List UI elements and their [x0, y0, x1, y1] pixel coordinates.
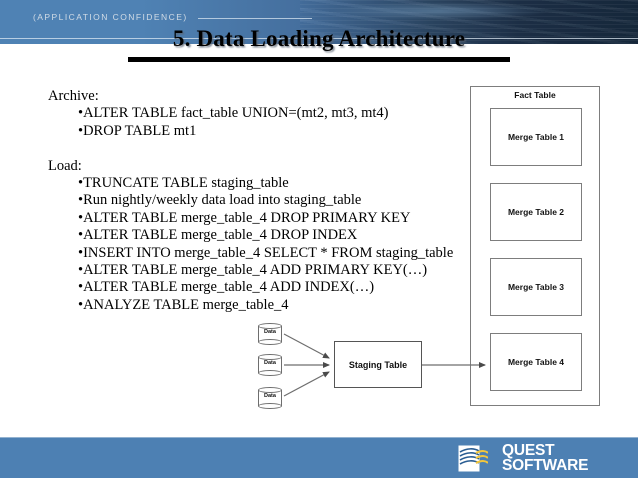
bullet-glyph: •: [78, 279, 84, 296]
body-content: Archive: •ALTER TABLE fact_table UNION=(…: [48, 88, 468, 314]
brand-line-quest: QUEST: [502, 442, 555, 459]
bullet-text: ALTER TABLE merge_table_4 ADD INDEX(…): [83, 279, 375, 296]
merge-table-2-box: Merge Table 2: [490, 183, 582, 241]
cylinder-body: [258, 326, 282, 342]
bullet-item: •ANALYZE TABLE merge_table_4: [48, 297, 468, 314]
staging-table-box: Staging Table: [334, 341, 422, 388]
cylinder-bottom-ellipse: [258, 370, 282, 376]
brand-line-software: SOFTWARE: [502, 457, 589, 474]
bullet-item: •INSERT INTO merge_table_4 SELECT * FROM…: [48, 245, 468, 262]
fact-table-label: Fact Table: [514, 90, 556, 100]
bullet-item: •DROP TABLE mt1: [48, 123, 468, 140]
cylinder-top-ellipse: [258, 323, 282, 329]
bullet-glyph: •: [78, 175, 84, 192]
data-source-label: Data: [264, 393, 276, 399]
merge-table-2-label: Merge Table 2: [507, 207, 565, 217]
bullet-glyph: •: [78, 296, 84, 313]
bullet-item: •ALTER TABLE merge_table_4 ADD INDEX(…): [48, 279, 468, 296]
section-heading-load: Load:: [48, 157, 82, 174]
bullet-text: Run nightly/weekly data load into stagin…: [83, 192, 362, 209]
banner-texture: [300, 0, 638, 44]
bullet-text: ALTER TABLE fact_table UNION=(mt2, mt3, …: [83, 105, 389, 122]
bullet-text: ALTER TABLE merge_table_4 ADD PRIMARY KE…: [83, 262, 428, 279]
bullet-glyph: •: [78, 122, 84, 139]
bullet-text: ANALYZE TABLE merge_table_4: [83, 296, 289, 313]
confidentiality-rule: [198, 18, 312, 19]
cylinder-top-ellipse: [258, 387, 282, 393]
cylinder-bottom-ellipse: [258, 403, 282, 409]
diagram-connectors: [283, 333, 486, 397]
bullet-text: ALTER TABLE merge_table_4 DROP INDEX: [83, 227, 358, 244]
quest-logo-wordmark: QUEST SOFTWARE: [502, 442, 589, 474]
bullet-item: •ALTER TABLE merge_table_4 ADD PRIMARY K…: [48, 262, 468, 279]
quest-logo-mark-icon: [458, 445, 488, 472]
bullet-item: •TRUNCATE TABLE staging_table: [48, 175, 468, 192]
bullet-item: •Run nightly/weekly data load into stagi…: [48, 192, 468, 209]
cylinder-body: [258, 390, 282, 406]
footer-bar: [0, 437, 638, 478]
staging-table-label: Staging Table: [348, 359, 408, 370]
data-source-cylinder: Data: [258, 387, 282, 409]
cylinder-body: [258, 357, 282, 373]
title-underline-bar: [128, 57, 510, 62]
architecture-diagram: Fact Table Merge Table 1 Merge Table 2 M…: [258, 86, 600, 409]
bullet-glyph: •: [78, 244, 84, 261]
bullet-item: •ALTER TABLE merge_table_4 DROP PRIMARY …: [48, 210, 468, 227]
section-heading-archive: Archive:: [48, 88, 99, 104]
banner-divider: [0, 38, 638, 39]
data-source-cylinder: Data: [258, 354, 282, 376]
cylinder-bottom-ellipse: [258, 339, 282, 345]
footer-divider: [0, 437, 638, 438]
bullet-text: TRUNCATE TABLE staging_table: [83, 175, 289, 192]
data-source-label: Data: [264, 329, 276, 335]
banner-glow: [330, 2, 550, 20]
merge-table-1-label: Merge Table 1: [507, 132, 565, 142]
data-source-label: Data: [264, 360, 276, 366]
cylinder-top-ellipse: [258, 354, 282, 360]
bullet-item: •ALTER TABLE merge_table_4 DROP INDEX: [48, 227, 468, 244]
header-banner: [0, 0, 638, 44]
slide-title: 5. Data Loading Architecture: [172, 26, 466, 51]
merge-table-3-box: Merge Table 3: [490, 258, 582, 316]
bullet-glyph: •: [78, 105, 84, 122]
bullet-text: INSERT INTO merge_table_4 SELECT * FROM …: [83, 244, 454, 261]
merge-table-3-label: Merge Table 3: [507, 282, 565, 292]
bullet-glyph: •: [78, 262, 84, 279]
bullet-glyph: •: [78, 209, 84, 226]
connector-data1-to-staging: [283, 333, 330, 359]
merge-table-4-label: Merge Table 4: [507, 357, 565, 367]
bullet-text: DROP TABLE mt1: [83, 122, 197, 139]
merge-table-4-box: Merge Table 4: [490, 333, 582, 391]
data-source-cylinder: Data: [258, 323, 282, 345]
merge-table-1-box: Merge Table 1: [490, 108, 582, 166]
bullet-glyph: •: [78, 192, 84, 209]
connector-data3-to-staging: [283, 371, 330, 397]
bullet-item: •ALTER TABLE fact_table UNION=(mt2, mt3,…: [48, 105, 468, 122]
confidentiality-label: (APPLICATION CONFIDENCE): [33, 12, 188, 22]
bullet-text: ALTER TABLE merge_table_4 DROP PRIMARY K…: [83, 209, 411, 226]
bullet-glyph: •: [78, 227, 84, 244]
quest-software-logo: QUEST SOFTWARE: [458, 443, 618, 475]
